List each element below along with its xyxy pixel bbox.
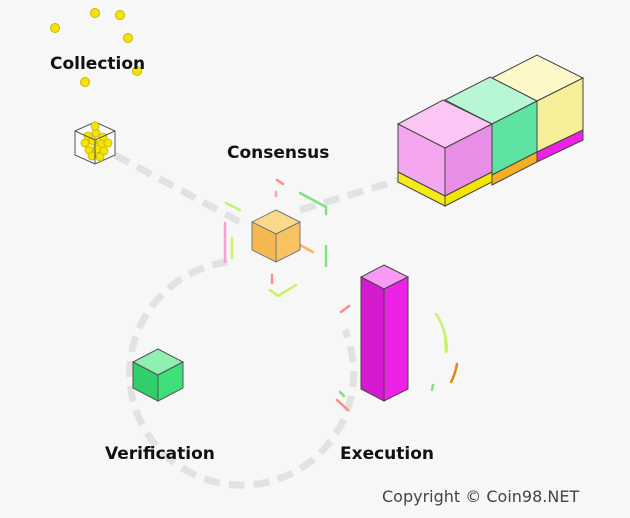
execution-label: Execution xyxy=(340,444,435,464)
verification-cube xyxy=(131,348,185,402)
collection-dots xyxy=(50,8,142,87)
flow-path xyxy=(113,151,402,489)
execution-fragments xyxy=(335,304,459,412)
consensus-brackets xyxy=(223,178,328,298)
collection-label: Collection xyxy=(50,54,146,74)
collection-cube xyxy=(74,121,116,165)
copyright-watermark: Copyright © Coin98.NET xyxy=(382,487,580,506)
verification-label: Verification xyxy=(105,444,215,464)
consensus-cube xyxy=(250,209,302,263)
block-chain xyxy=(396,54,585,207)
consensus-label: Consensus xyxy=(227,143,330,163)
execution-bar xyxy=(359,264,410,402)
